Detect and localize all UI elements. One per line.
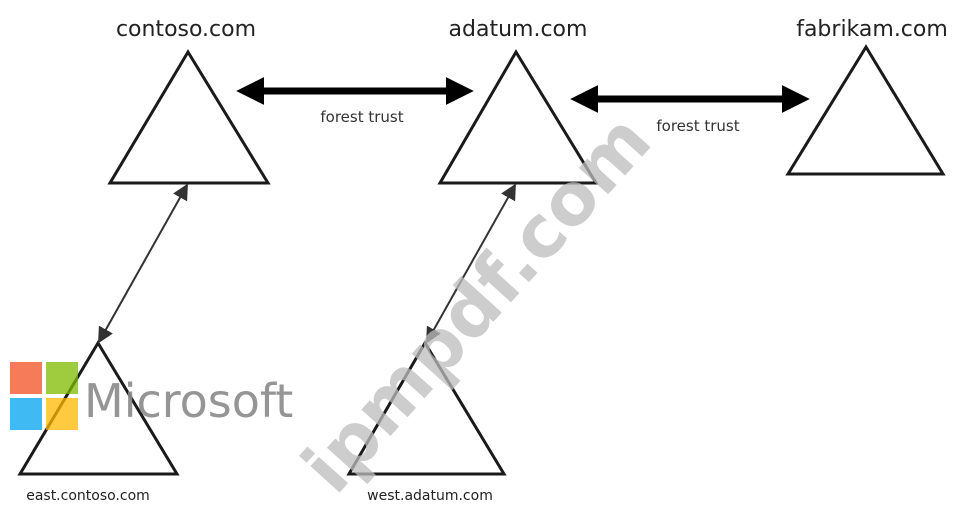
microsoft-logo-yellow-square xyxy=(46,398,78,430)
microsoft-logo-watermark xyxy=(10,362,78,430)
microsoft-logo-red-square xyxy=(10,362,42,394)
microsoft-logo-green-square xyxy=(46,362,78,394)
west-adatum-triangle xyxy=(346,340,507,476)
fabrikam-label: fabrikam.com xyxy=(796,17,948,42)
parent-child-trust-arrow-adatum xyxy=(426,183,516,344)
adatum-forest-triangle xyxy=(437,49,599,185)
adatum-label: adatum.com xyxy=(449,17,588,42)
west-adatum-label: west.adatum.com xyxy=(367,488,493,504)
contoso-forest-triangle xyxy=(107,49,271,185)
microsoft-logo-blue-square xyxy=(10,398,42,430)
forest-trust-label-contoso-adatum: forest trust xyxy=(320,108,403,126)
fabrikam-forest-triangle xyxy=(785,44,946,176)
parent-child-trust-arrow-contoso xyxy=(98,183,188,344)
contoso-label: contoso.com xyxy=(116,17,256,42)
forest-trust-label-adatum-fabrikam: forest trust xyxy=(656,117,739,135)
east-contoso-label: east.contoso.com xyxy=(26,488,150,504)
microsoft-watermark-text: Microsoft xyxy=(84,374,293,428)
